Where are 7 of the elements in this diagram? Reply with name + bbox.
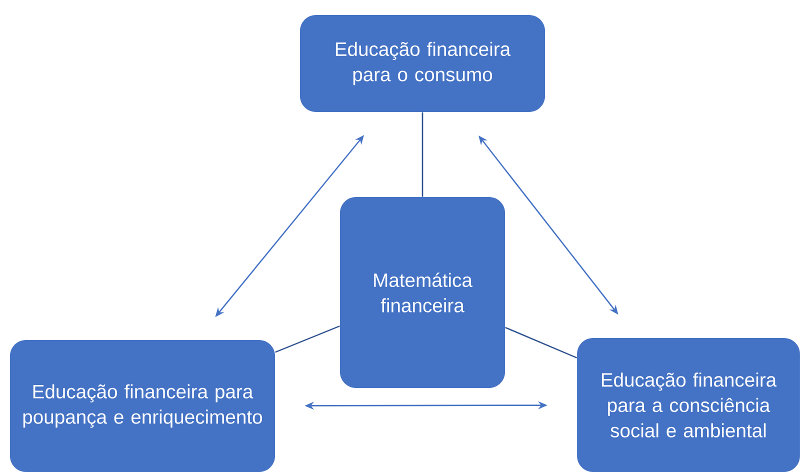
connector-line [422, 112, 424, 197]
connector-line [275, 325, 340, 353]
connector-line [505, 326, 578, 358]
process-box: Educação financeira para poupança e enriquecimento [10, 340, 276, 472]
process-box: Educação financeira para a consciência social e ambiental [577, 338, 800, 472]
process-box: Matemática financeira [340, 197, 506, 388]
process-box: Educação financeira para o consumo [300, 14, 546, 112]
